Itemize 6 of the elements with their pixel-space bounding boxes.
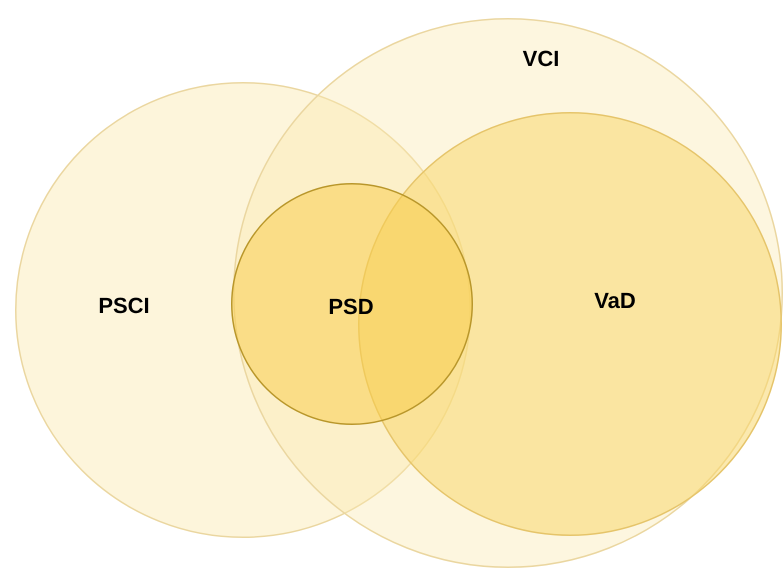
venn-circle xyxy=(233,18,783,568)
circle-label: VaD xyxy=(594,288,636,314)
circle-label: PSD xyxy=(328,294,374,320)
circle-label: PSCI xyxy=(98,293,150,319)
circle-label: VCI xyxy=(522,46,560,72)
venn-circle xyxy=(231,183,473,425)
